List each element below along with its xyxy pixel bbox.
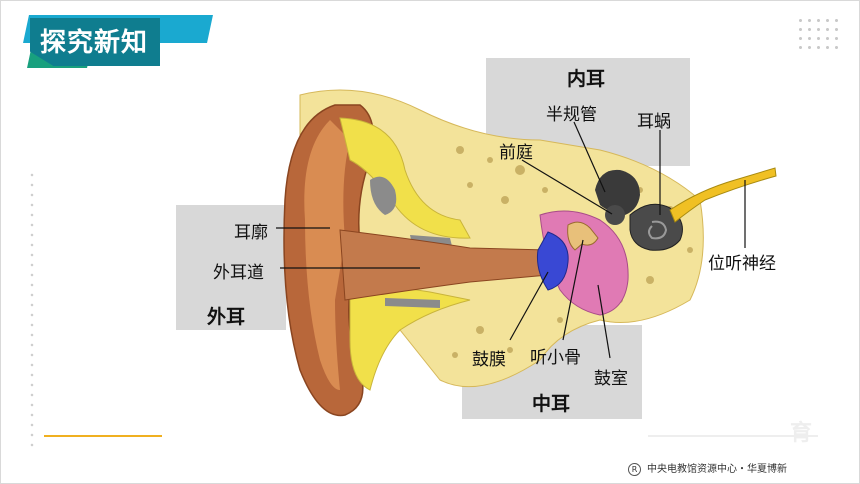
gray-tissue-lower [385, 298, 440, 308]
label-vestibulocochlear-nerve: 位听神经 [708, 254, 776, 274]
source-text: 中央电教馆资源中心・华夏博新 [647, 464, 787, 475]
group-label-outer-ear: 外耳 [207, 306, 246, 328]
outer-ear-box [176, 205, 286, 330]
label-auricle: 耳廓 [234, 223, 268, 243]
label-ossicles: 听小骨 [530, 348, 581, 368]
decorative-dot-column [30, 170, 34, 450]
cochlea-shape [629, 203, 683, 251]
label-vestibule: 前庭 [499, 143, 533, 163]
copyright-footer: R 中央电教馆资源中心・华夏博新 [628, 460, 787, 476]
label-ear-canal: 外耳道 [213, 263, 264, 283]
nerve-fiber [669, 167, 777, 223]
label-semicircular-canals: 半规管 [546, 105, 597, 125]
label-cochlea: 耳蜗 [637, 112, 671, 132]
leader-lines [276, 121, 746, 359]
vestibule-shape [605, 205, 625, 225]
group-label-middle-ear: 中耳 [532, 393, 571, 415]
decorative-dot-grid [796, 16, 840, 52]
auricle-cartilage [304, 120, 350, 390]
group-label-inner-ear: 内耳 [567, 68, 606, 90]
cochlea-spiral [648, 220, 668, 240]
page-title: 探究新知 [40, 28, 149, 58]
semicircular-canals [595, 169, 640, 215]
header-badge [30, 18, 160, 66]
gray-tissue-upper [370, 176, 397, 215]
registered-icon: R [628, 463, 641, 476]
accent-underline [44, 435, 162, 437]
ossicle-bones [567, 221, 599, 251]
label-tympanic-cavity: 鼓室 [594, 369, 628, 389]
label-eardrum: 鼓膜 [472, 350, 506, 370]
eardrum [537, 231, 569, 291]
footer-divider [648, 435, 818, 437]
watermark: 育 [790, 420, 812, 446]
